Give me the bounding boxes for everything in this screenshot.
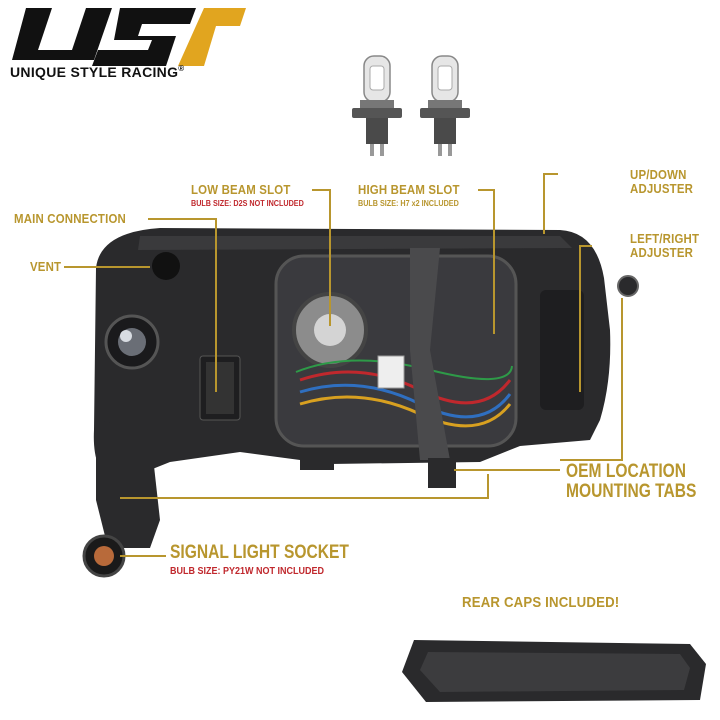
signal-socket-bulb-note: BULB SIZE: PY21W NOT INCLUDED xyxy=(170,566,325,577)
leader-lines xyxy=(64,173,623,557)
low-beam-bulb-note: BULB SIZE: D2S NOT INCLUDED xyxy=(191,199,304,208)
high-beam-slot-label: HIGH BEAM SLOT xyxy=(358,182,460,197)
headlight-housing xyxy=(82,228,639,578)
brand-name: UNIQUE STYLE RACING® xyxy=(10,64,185,80)
vent-label: VENT xyxy=(30,259,62,274)
rear-cap xyxy=(402,640,706,702)
signal-light-socket-label: SIGNAL LIGHT SOCKET xyxy=(170,542,349,563)
h7-bulb-right xyxy=(420,55,470,156)
high-beam-bulb-note: BULB SIZE: H7 x2 INCLUDED xyxy=(358,199,459,208)
h7-bulb-left xyxy=(352,55,402,156)
usr-logo-mark xyxy=(12,8,246,66)
low-beam-slot-label: LOW BEAM SLOT xyxy=(191,182,291,197)
rear-caps-included-label: REAR CAPS INCLUDED! xyxy=(462,594,620,611)
main-connection-label: MAIN CONNECTION xyxy=(14,211,126,226)
